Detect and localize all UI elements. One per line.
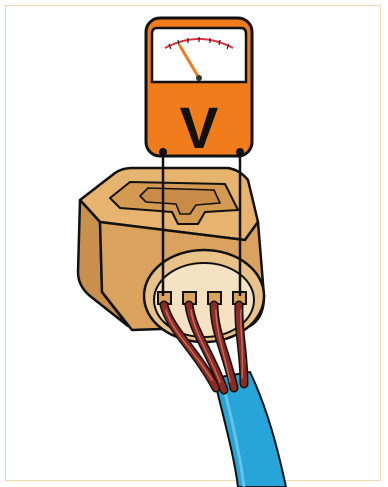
wire-bundle — [159, 300, 249, 395]
probe-leads — [161, 152, 242, 296]
connector-plug-icon — [76, 166, 266, 344]
meter-needle — [178, 44, 201, 80]
meter-unit-label: V — [180, 96, 219, 161]
positive-terminal — [236, 148, 244, 156]
voltmeter-icon: V — [144, 16, 254, 161]
negative-terminal — [159, 148, 167, 156]
